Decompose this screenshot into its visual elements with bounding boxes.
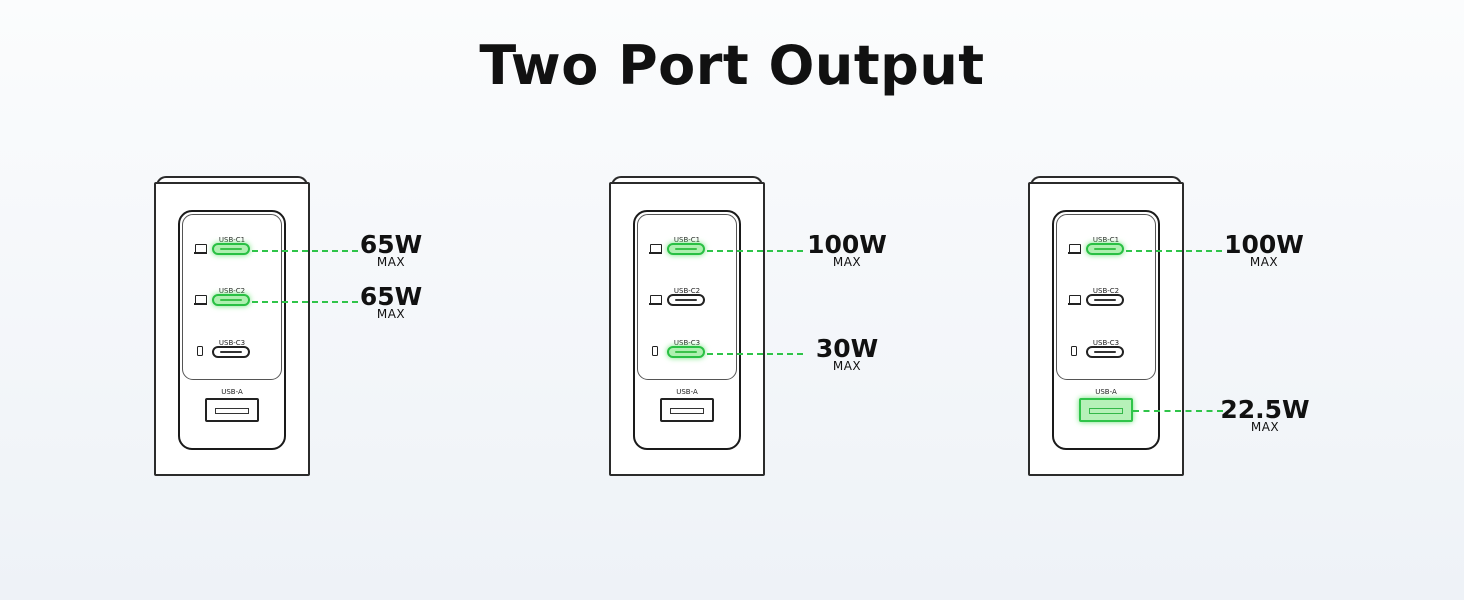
usb-a-port <box>205 398 259 422</box>
watt-value: 100W <box>807 230 887 259</box>
watt-value: 65W <box>359 282 423 311</box>
port-panel: USB-C1 USB-C2 USB-C3 USB-A <box>633 210 741 450</box>
laptop-icon <box>194 295 207 305</box>
max-label: MAX <box>832 359 862 373</box>
max-label: MAX <box>1250 420 1280 434</box>
usb-c3-port <box>1086 346 1124 358</box>
port-label-usb-c2: USB-C2 <box>218 287 246 295</box>
port-label-usb-a: USB-A <box>1095 388 1117 396</box>
connector-line <box>707 353 803 355</box>
phone-icon <box>1071 346 1077 356</box>
output-label: 22.5W MAX <box>1210 395 1320 434</box>
charger-config-3: USB-C1 USB-C2 USB-C3 USB-A <box>1028 176 1184 478</box>
watt-value: 22.5W <box>1220 395 1310 424</box>
port-label-usb-c2: USB-C2 <box>1092 287 1120 295</box>
max-label: MAX <box>376 307 406 321</box>
port-label-usb-c1: USB-C1 <box>1092 236 1120 244</box>
max-label: MAX <box>832 255 862 269</box>
usb-c1-port <box>212 243 250 255</box>
output-label: 30W MAX <box>792 334 902 373</box>
usb-a-port <box>1079 398 1133 422</box>
usb-c1-port <box>667 243 705 255</box>
port-label-usb-a: USB-A <box>676 388 698 396</box>
port-label-usb-c1: USB-C1 <box>673 236 701 244</box>
usb-c3-port <box>667 346 705 358</box>
output-label: 65W MAX <box>336 230 446 269</box>
port-panel: USB-C1 USB-C2 USB-C3 USB-A <box>1052 210 1160 450</box>
laptop-icon <box>649 295 662 305</box>
port-label-usb-c1: USB-C1 <box>218 236 246 244</box>
connector-line <box>252 301 358 303</box>
usb-c3-port <box>212 346 250 358</box>
connector-line <box>252 250 358 252</box>
laptop-icon <box>1068 244 1081 254</box>
watt-value: 100W <box>1224 230 1304 259</box>
charger-config-1: USB-C1 USB-C2 USB-C3 USB-A <box>154 176 310 478</box>
laptop-icon <box>649 244 662 254</box>
laptop-icon <box>1068 295 1081 305</box>
watt-value: 65W <box>359 230 423 259</box>
page-title: Two Port Output <box>479 34 985 97</box>
port-label-usb-a: USB-A <box>221 388 243 396</box>
port-label-usb-c3: USB-C3 <box>218 339 246 347</box>
laptop-icon <box>194 244 207 254</box>
output-label: 65W MAX <box>336 282 446 321</box>
port-label-usb-c3: USB-C3 <box>673 339 701 347</box>
watt-value: 30W <box>815 334 879 363</box>
max-label: MAX <box>1249 255 1279 269</box>
usb-c2-port <box>212 294 250 306</box>
usb-c-panel <box>1056 214 1156 380</box>
usb-c-panel <box>182 214 282 380</box>
output-label: 100W MAX <box>792 230 902 269</box>
phone-icon <box>652 346 658 356</box>
max-label: MAX <box>376 255 406 269</box>
connector-line <box>1133 410 1223 412</box>
usb-c1-port <box>1086 243 1124 255</box>
usb-c-panel <box>637 214 737 380</box>
connector-line <box>1126 250 1222 252</box>
usb-a-port <box>660 398 714 422</box>
usb-c2-port <box>1086 294 1124 306</box>
usb-c2-port <box>667 294 705 306</box>
output-label: 100W MAX <box>1209 230 1319 269</box>
port-label-usb-c2: USB-C2 <box>673 287 701 295</box>
connector-line <box>707 250 803 252</box>
phone-icon <box>197 346 203 356</box>
charger-config-2: USB-C1 USB-C2 USB-C3 USB-A <box>609 176 765 478</box>
port-label-usb-c3: USB-C3 <box>1092 339 1120 347</box>
port-panel: USB-C1 USB-C2 USB-C3 USB-A <box>178 210 286 450</box>
